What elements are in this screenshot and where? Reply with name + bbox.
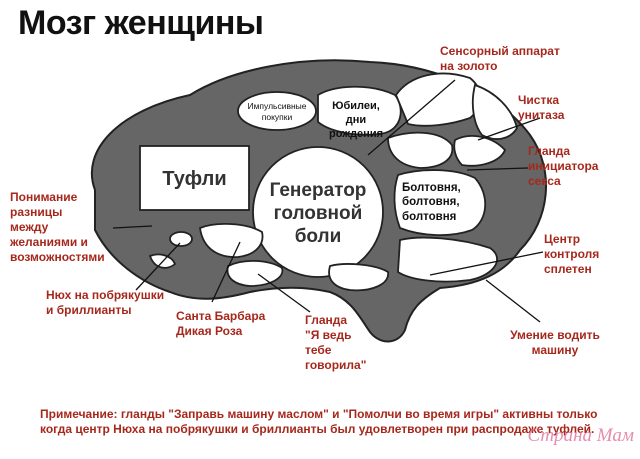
- region-toilet: [471, 83, 518, 140]
- pointer-lines: [112, 79, 544, 323]
- sensory-gold-label: Сенсорный аппарат на золото: [440, 44, 560, 73]
- region-chatter: [393, 169, 487, 236]
- region-generator: [252, 146, 384, 278]
- region-bottom-mid: [328, 263, 389, 292]
- chatter-label: Болтовня, болтовня, болтовня: [402, 182, 461, 223]
- region-santa: [199, 223, 264, 258]
- headache-generator-label: Генератор головной боли: [269, 180, 367, 247]
- gossip-control-label: Центр контроля сплетен: [544, 232, 600, 276]
- region-toldyou: [226, 260, 284, 287]
- region-sexgland: [453, 135, 507, 167]
- understanding-label: Понимание разницы между желаниями и возм…: [10, 190, 105, 264]
- shoes-label: Туфли: [162, 168, 227, 190]
- watermark: Страна Мам: [527, 425, 634, 446]
- region-mid-upper: [387, 131, 454, 169]
- sniff-jewelry-label: Нюх на побрякушки и бриллианты: [46, 288, 165, 317]
- jubilees-label: Юбилеи, дни рождения: [328, 100, 384, 140]
- region-sniff: [169, 231, 193, 247]
- region-jubilees: [317, 85, 402, 136]
- region-shoes: [139, 145, 250, 211]
- sex-gland-label: Гланда инициатора секса: [528, 144, 599, 188]
- page-title: Мозг женщины: [18, 4, 264, 42]
- driving-skill-label: Умение водить машину: [510, 328, 600, 357]
- region-impulse: [237, 91, 317, 131]
- toilet-cleaning-label: Чистка унитаза: [518, 93, 565, 122]
- santa-barbara-label: Санта Барбара Дикая Роза: [176, 309, 266, 338]
- impulse-purchases-label: Импульсивные покупки: [247, 101, 307, 122]
- told-you-gland-label: Гланда "Я ведь тебе говорила": [305, 313, 367, 372]
- region-gossip: [397, 236, 498, 283]
- footnote: Примечание: гланды "Заправь машину масло…: [40, 407, 598, 436]
